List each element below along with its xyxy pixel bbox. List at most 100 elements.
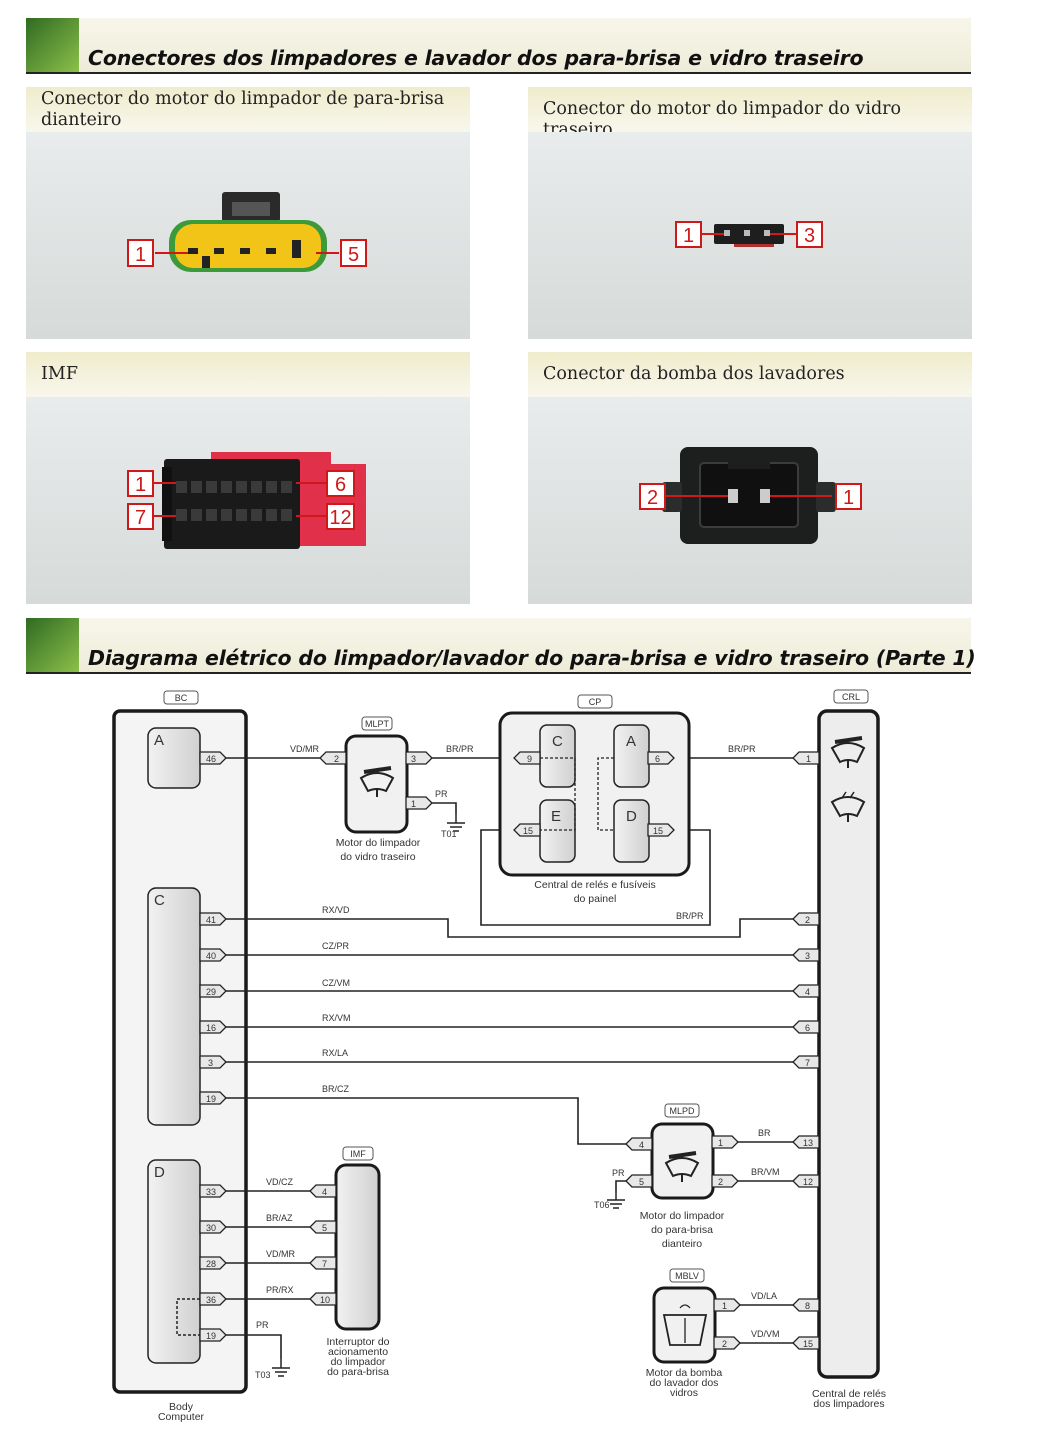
- cp-block: C: [552, 733, 563, 750]
- mlpd-tag: [664, 1103, 700, 1118]
- rear-wiper-motor: MLPT 2 3 1 Motor do limpador do vidro tr…: [319, 716, 433, 863]
- pin-callout-label: 6: [335, 474, 346, 496]
- panel-caption: IMF: [26, 352, 470, 397]
- body-computer: BC A C D Body Computer: [112, 690, 248, 1423]
- wire-label: PR: [612, 1168, 625, 1178]
- bc-label: Computer: [158, 1411, 205, 1423]
- pin-callout-1: [127, 239, 154, 267]
- mlpd-tag-label: MLPD: [669, 1106, 695, 1116]
- wire-label: BR/PR: [446, 744, 474, 754]
- crl-tag-label: CRL: [842, 692, 860, 702]
- bc-pin: 19: [206, 1094, 216, 1104]
- imf-connector-photo: 1 7 6 12: [26, 397, 470, 604]
- bc-pin: 29: [206, 987, 216, 997]
- bc-block-c: C: [154, 892, 165, 909]
- ground-symbol: [271, 1358, 291, 1377]
- crl-pin: 7: [805, 1058, 810, 1068]
- wire-label: BR/VM: [751, 1167, 780, 1177]
- cp-tag-label: CP: [589, 697, 602, 707]
- mblv-pin: 2: [722, 1339, 727, 1349]
- cp-label: do painel: [574, 893, 617, 905]
- wiper-switch-imf: IMF 4 5 7 10 Interruptor do acionamento …: [309, 1146, 390, 1378]
- bc-pin: 36: [206, 1295, 216, 1305]
- front-wiper-motor: MLPD 4 5 1 2 Motor do limpador do para-b…: [625, 1103, 739, 1250]
- panel-caption: Conector da bomba dos lavadores: [528, 352, 972, 397]
- wire-label: RX/LA: [322, 1048, 348, 1058]
- wire-label: VD/MR: [266, 1249, 296, 1259]
- pin-callout-1: [127, 470, 154, 497]
- cp-block: D: [626, 808, 637, 825]
- crl-pin: 1: [806, 754, 811, 764]
- mlpd-label: Motor do limpador: [640, 1210, 725, 1222]
- ground-label: T06: [594, 1200, 610, 1210]
- section-banner-connectors: Conectores dos limpadores e lavador dos …: [26, 18, 971, 74]
- crl-label: dos limpadores: [813, 1398, 884, 1410]
- mlpt-pin: 3: [411, 754, 416, 764]
- pin-callout-label: 12: [329, 507, 351, 529]
- wire-label: BR/CZ: [322, 1084, 350, 1094]
- caption-line1: Conector da bomba dos lavadores: [543, 364, 845, 384]
- cp-pin: 6: [655, 754, 660, 764]
- cp-pin: 15: [653, 826, 663, 836]
- panel-caption: Conector do motor do limpador de para-br…: [26, 87, 470, 132]
- bc-block-d: D: [154, 1164, 165, 1181]
- pin-callout-1: [835, 483, 862, 510]
- panel-caption: Conector do motor do limpador do vidro t…: [528, 87, 972, 140]
- wire-label: PR: [435, 789, 448, 799]
- section-title: Conectores dos limpadores e lavador dos …: [88, 46, 864, 70]
- pin-callout-2: [639, 483, 666, 510]
- wire-br-pr-loop: [480, 829, 711, 926]
- wire-label: BR/AZ: [266, 1213, 293, 1223]
- crl-pin: 8: [805, 1301, 810, 1311]
- mlpd-pin: 5: [639, 1177, 644, 1187]
- crl-pin: 4: [805, 987, 810, 997]
- wire-label: VD/VM: [751, 1329, 780, 1339]
- mlpt-tag: [361, 716, 393, 731]
- wire-label: PR/RX: [266, 1285, 294, 1295]
- bc-label: Body: [169, 1401, 194, 1413]
- pin-callout-label: 3: [804, 225, 815, 247]
- wire-pr-gnd: [427, 802, 457, 814]
- pin-callout-6: [326, 470, 355, 497]
- internal-link: [176, 1298, 200, 1336]
- crl-pins: 1 2 3 4 6 7 13 12 8 15: [792, 751, 820, 1350]
- pin-callout-1: [675, 221, 702, 248]
- section-title: Diagrama elétrico do limpador/lavador do…: [88, 646, 976, 670]
- imf-label: do limpador: [331, 1356, 386, 1368]
- pin-callout-label: 1: [135, 474, 146, 496]
- mblv-label: Motor da bomba: [646, 1367, 723, 1379]
- crl-pin: 15: [803, 1339, 813, 1349]
- bc-block-a: A: [154, 732, 164, 749]
- wires: [226, 757, 793, 1359]
- pin-callout-label: 2: [647, 487, 658, 509]
- mlpt-pin: 2: [334, 754, 339, 764]
- wiper-washer-icon: [830, 791, 866, 822]
- washer-pump-connector-photo: 2 1: [528, 397, 972, 604]
- bc-pin: 28: [206, 1259, 216, 1269]
- crl-tag: [833, 689, 869, 704]
- cp-block: A: [626, 733, 636, 750]
- pin-callout-label: 1: [843, 487, 854, 509]
- banner-accent: [26, 618, 79, 672]
- wire-label: BR/PR: [728, 744, 756, 754]
- imf-pin: 5: [322, 1223, 327, 1233]
- wire-rx-vd: [226, 918, 793, 938]
- cp-block: E: [551, 808, 561, 825]
- panel-front-wiper-connector: Conector do motor do limpador de para-br…: [26, 87, 470, 339]
- wire-label: CZ/VM: [322, 978, 350, 988]
- imf-pin: 4: [322, 1187, 327, 1197]
- imf-label: Interruptor do: [326, 1336, 389, 1348]
- pin-callout-label: 1: [683, 225, 694, 247]
- ground-symbol: [606, 1190, 626, 1209]
- wire-pr-t03: [226, 1334, 282, 1359]
- relay-central-wipers: CRL Central de relés dos limpadores: [812, 689, 886, 1410]
- mlpd-pin: 2: [718, 1177, 723, 1187]
- mlpd-label: do para-brisa: [651, 1224, 713, 1236]
- mblv-label: do lavador dos: [650, 1377, 719, 1389]
- mlpd-pin: 1: [718, 1138, 723, 1148]
- cp-label: Central de relés e fusíveis: [534, 879, 655, 891]
- bc-pin: 3: [208, 1058, 213, 1068]
- pin-callout-7: [127, 503, 154, 530]
- bc-pin: 16: [206, 1023, 216, 1033]
- imf-pin: 7: [322, 1259, 327, 1269]
